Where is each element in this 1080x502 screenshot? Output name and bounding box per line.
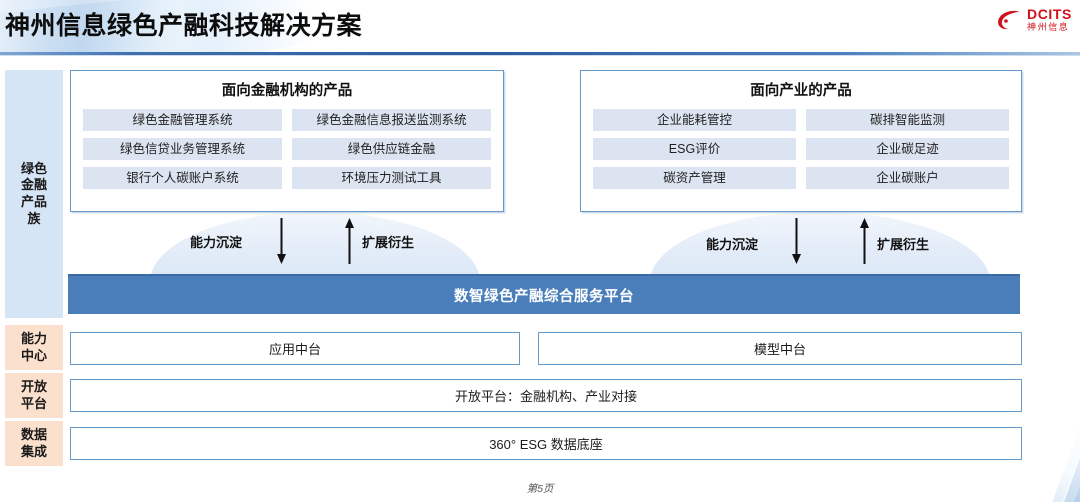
product-chip[interactable]: 企业碳足迹 — [806, 138, 1009, 160]
arrow-up-icon-right — [860, 218, 869, 264]
sidebar-label-3: 数据 集成 — [20, 426, 47, 459]
open-platform-label: 开放平台：金融机构、产业对接 — [454, 389, 637, 404]
logo-text-en: DCITS — [1027, 6, 1072, 22]
arrow-down-icon-right — [792, 218, 801, 264]
capability-box-application-midplatform[interactable]: 应用中台 — [70, 332, 520, 365]
page-title: 神州信息绿色产融科技解决方案 — [5, 12, 363, 40]
product-panel-financial-institutions[interactable]: 面向金融机构的产品 绿色金融管理系统 绿色金融信息报送监测系统 绿色信贷业务管理… — [70, 70, 504, 212]
product-panel-industry[interactable]: 面向产业的产品 企业能耗管控 碳排智能监测 ESG评价 企业碳足迹 碳资产管理 … — [580, 70, 1022, 212]
sidebar-item-capability-center[interactable]: 能力 中心 — [5, 325, 63, 370]
flow-arc-right — [650, 212, 990, 282]
product-chip[interactable]: 环境压力测试工具 — [292, 167, 491, 189]
corner-decoration — [970, 302, 1080, 502]
data-integration-label: 360° ESG 数据底座 — [489, 437, 603, 452]
slide-header: 神州信息绿色产融科技解决方案 — [0, 0, 1080, 54]
sidebar-label-2: 开放 平台 — [20, 378, 47, 411]
flow-label-capability-precipitation-right: 能力沉淀 — [706, 237, 759, 252]
open-platform-box[interactable]: 开放平台：金融机构、产业对接 — [70, 379, 1022, 412]
header-divider — [0, 52, 1080, 55]
product-chip[interactable]: 企业碳账户 — [806, 167, 1009, 189]
product-chip[interactable]: 绿色供应链金融 — [292, 138, 491, 160]
product-chip[interactable]: 绿色金融管理系统 — [83, 109, 282, 131]
company-logo: DCITS 神州信息 — [996, 7, 1072, 32]
capability-label-1: 模型中台 — [753, 342, 806, 357]
sidebar-item-open-platform[interactable]: 开放 平台 — [5, 373, 63, 418]
arrow-up-icon-left — [345, 218, 354, 264]
product-chip[interactable]: 企业能耗管控 — [593, 109, 796, 131]
arrow-down-icon-left — [277, 218, 286, 264]
header-divider-thin — [0, 55, 1080, 56]
product-chip[interactable]: 绿色信贷业务管理系统 — [83, 138, 282, 160]
platform-bar-label: 数智绿色产融综合服务平台 — [454, 288, 634, 305]
flow-label-extension-derivation-left: 扩展衍生 — [362, 235, 415, 250]
product-chip[interactable]: 绿色金融信息报送监测系统 — [292, 109, 491, 131]
product-chip[interactable]: 碳资产管理 — [593, 167, 796, 189]
product-chip[interactable]: ESG评价 — [593, 138, 796, 160]
capability-box-model-midplatform[interactable]: 模型中台 — [538, 332, 1022, 365]
page-number-footer: 第5页 — [526, 483, 554, 495]
sidebar-label-1: 能力 中心 — [20, 330, 47, 363]
flow-label-capability-precipitation-left: 能力沉淀 — [190, 235, 243, 250]
product-chip-list-1: 企业能耗管控 碳排智能监测 ESG评价 企业碳足迹 碳资产管理 企业碳账户 — [581, 100, 1021, 199]
data-integration-box[interactable]: 360° ESG 数据底座 — [70, 427, 1022, 460]
logo-text-cn: 神州信息 — [1027, 22, 1070, 32]
sidebar-item-data-integration[interactable]: 数据 集成 — [5, 421, 63, 466]
flow-label-extension-derivation-right: 扩展衍生 — [877, 237, 930, 252]
dcits-swoosh-icon — [998, 10, 1020, 29]
sidebar-label-0: 绿色 金融 产品 族 — [20, 160, 47, 226]
product-chip-list-0: 绿色金融管理系统 绿色金融信息报送监测系统 绿色信贷业务管理系统 绿色供应链金融… — [71, 100, 503, 199]
logo-wordmark: DCITS 神州信息 — [1027, 7, 1072, 32]
product-chip[interactable]: 碳排智能监测 — [806, 109, 1009, 131]
panel-title-1: 面向产业的产品 — [750, 83, 852, 99]
panel-title-0: 面向金融机构的产品 — [221, 83, 353, 99]
platform-bar[interactable]: 数智绿色产融综合服务平台 — [68, 274, 1020, 314]
product-chip[interactable]: 银行个人碳账户系统 — [83, 167, 282, 189]
sidebar-item-green-finance-products[interactable]: 绿色 金融 产品 族 — [5, 70, 63, 318]
capability-label-0: 应用中台 — [268, 342, 321, 357]
